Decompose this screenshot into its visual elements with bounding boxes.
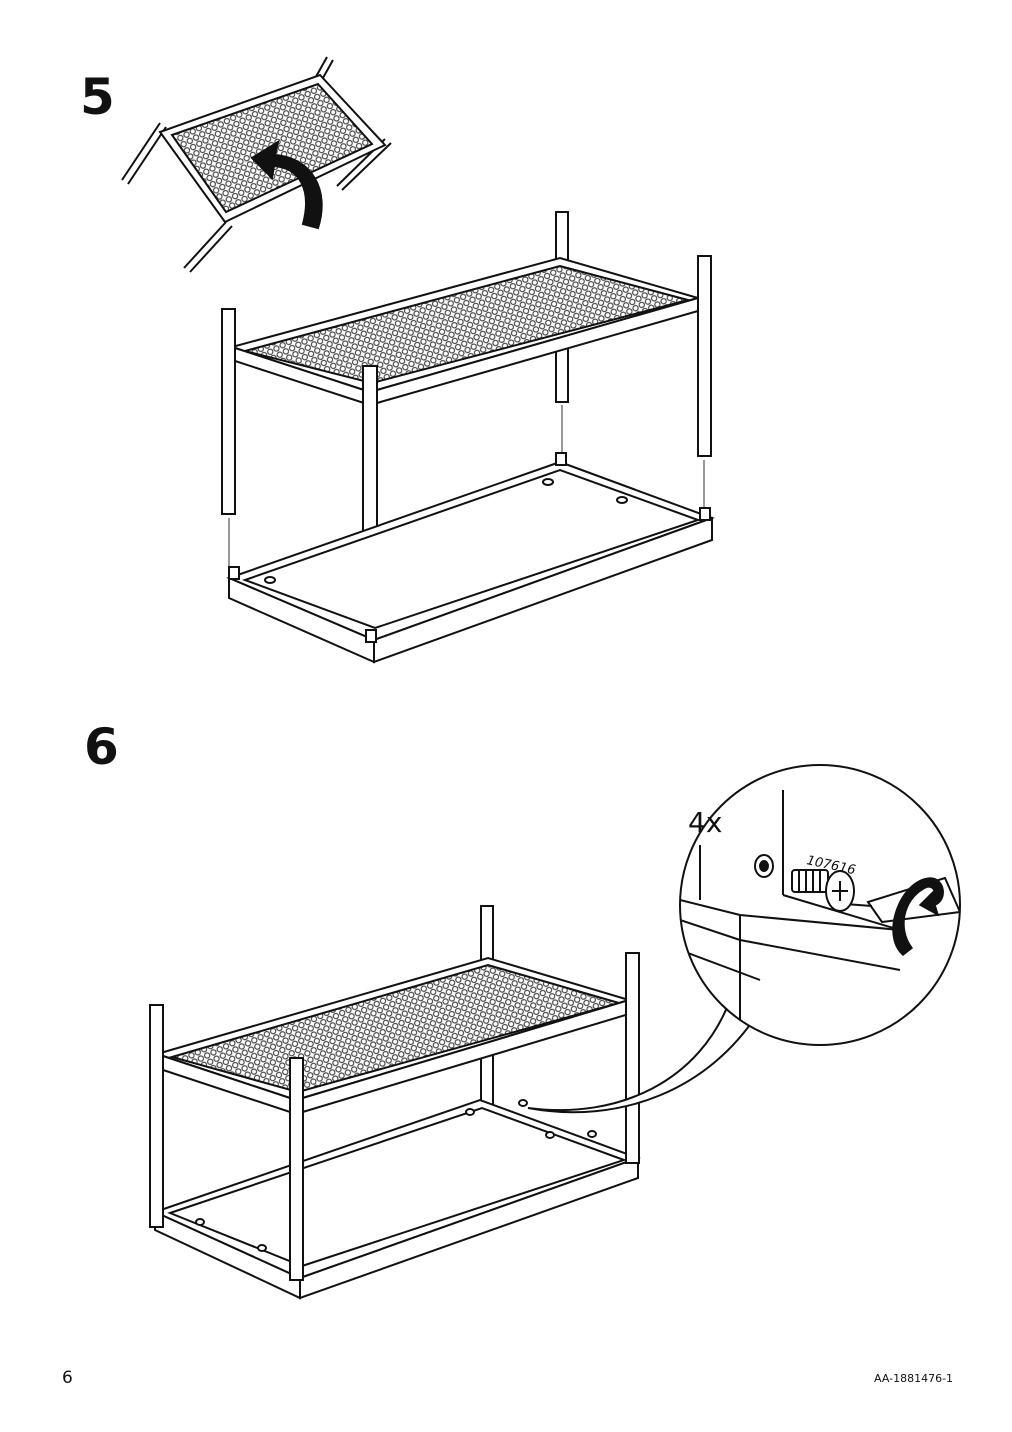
base-frame [226, 452, 715, 664]
quantity-label: 4x [688, 806, 723, 839]
step-6-number: 6 [84, 718, 119, 776]
document-id: AA-1881476-1 [874, 1372, 954, 1385]
assembled-shelf-unit [149, 905, 641, 1300]
step-5-number: 5 [80, 68, 115, 126]
rotate-arrow-icon [250, 139, 323, 230]
turn-clockwise-icon [892, 877, 944, 956]
part-number-label: 107616 [805, 853, 857, 878]
flipped-shelf-drawing [121, 56, 392, 273]
callout-pointer [527, 998, 762, 1114]
screw-icon [791, 869, 855, 912]
upper-shelf-frame [221, 211, 712, 578]
page-number: 6 [62, 1368, 73, 1388]
step-5-illustration [121, 56, 715, 664]
screwdriver-icon [844, 876, 960, 924]
